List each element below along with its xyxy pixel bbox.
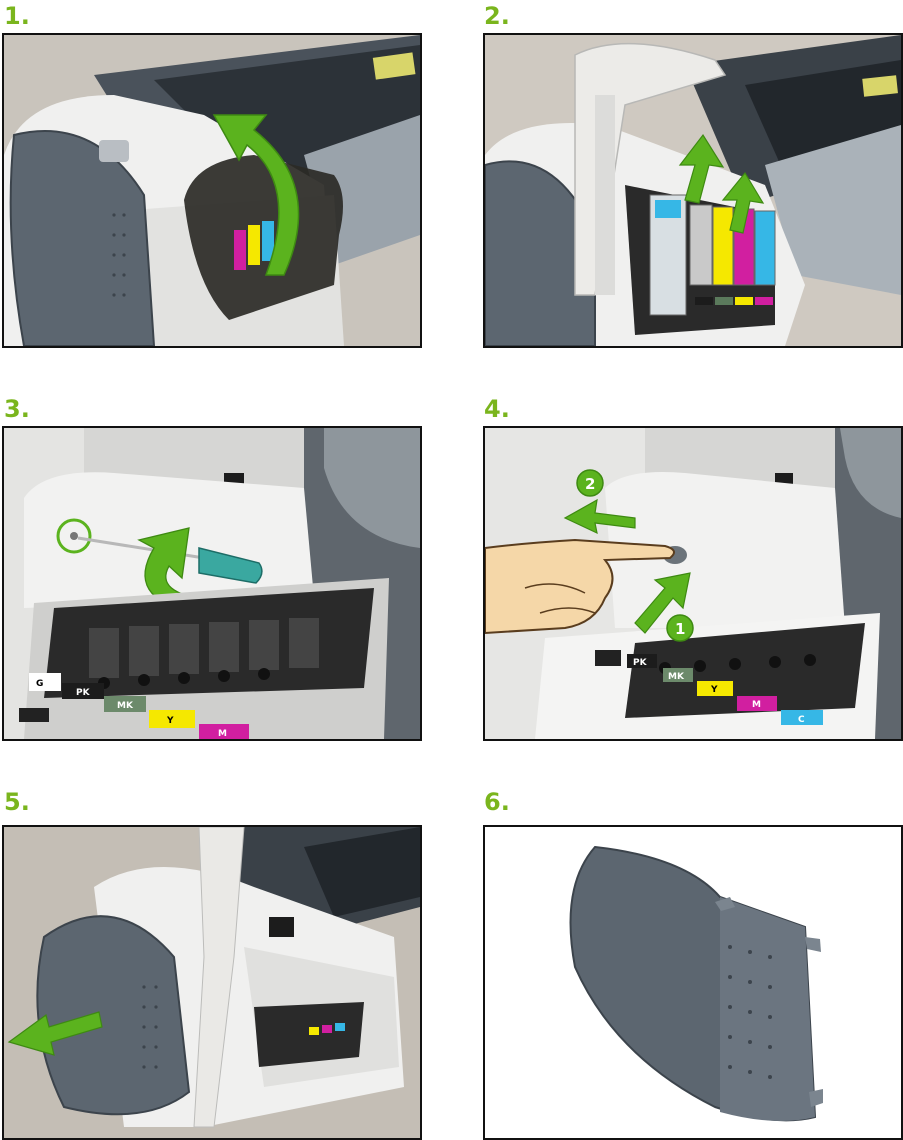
step-4-image: PK MK Y M C 2 1: [483, 426, 903, 741]
callout-1-label: 1: [675, 620, 685, 638]
label-mk: MK: [117, 701, 134, 711]
step-number-3: 3.: [4, 397, 30, 421]
step-6-illustration: [485, 827, 901, 1138]
step-2-image: [483, 33, 903, 348]
label-pk-4: PK: [633, 658, 648, 668]
step-1-illustration: [4, 35, 420, 346]
label-y: Y: [166, 716, 174, 726]
label-m-4: M: [752, 700, 761, 710]
label-y-4: Y: [710, 685, 718, 695]
step-5-image: [2, 825, 422, 1140]
step-number-2: 2.: [484, 4, 510, 28]
step-1-image: [2, 33, 422, 348]
step-4-illustration: PK MK Y M C 2 1: [485, 428, 901, 739]
step-3-image: G PK MK Y M: [2, 426, 422, 741]
label-g-box: [29, 673, 61, 691]
step-6-image: [483, 825, 903, 1140]
step-number-5: 5.: [4, 790, 30, 814]
label-m: M: [218, 729, 227, 739]
step-2-illustration: [485, 35, 901, 346]
step-number-4: 4.: [484, 397, 510, 421]
step-5-illustration: [4, 827, 420, 1138]
label-mk-4: MK: [668, 672, 685, 682]
callout-2-label: 2: [585, 475, 595, 493]
label-c-4: C: [798, 715, 805, 725]
step-number-1: 1.: [4, 4, 30, 28]
step-number-6: 6.: [484, 790, 510, 814]
label-pk: PK: [76, 688, 91, 698]
power-button: [99, 140, 129, 162]
step-3-illustration: G PK MK Y M: [4, 428, 420, 739]
label-g: G: [36, 679, 43, 689]
